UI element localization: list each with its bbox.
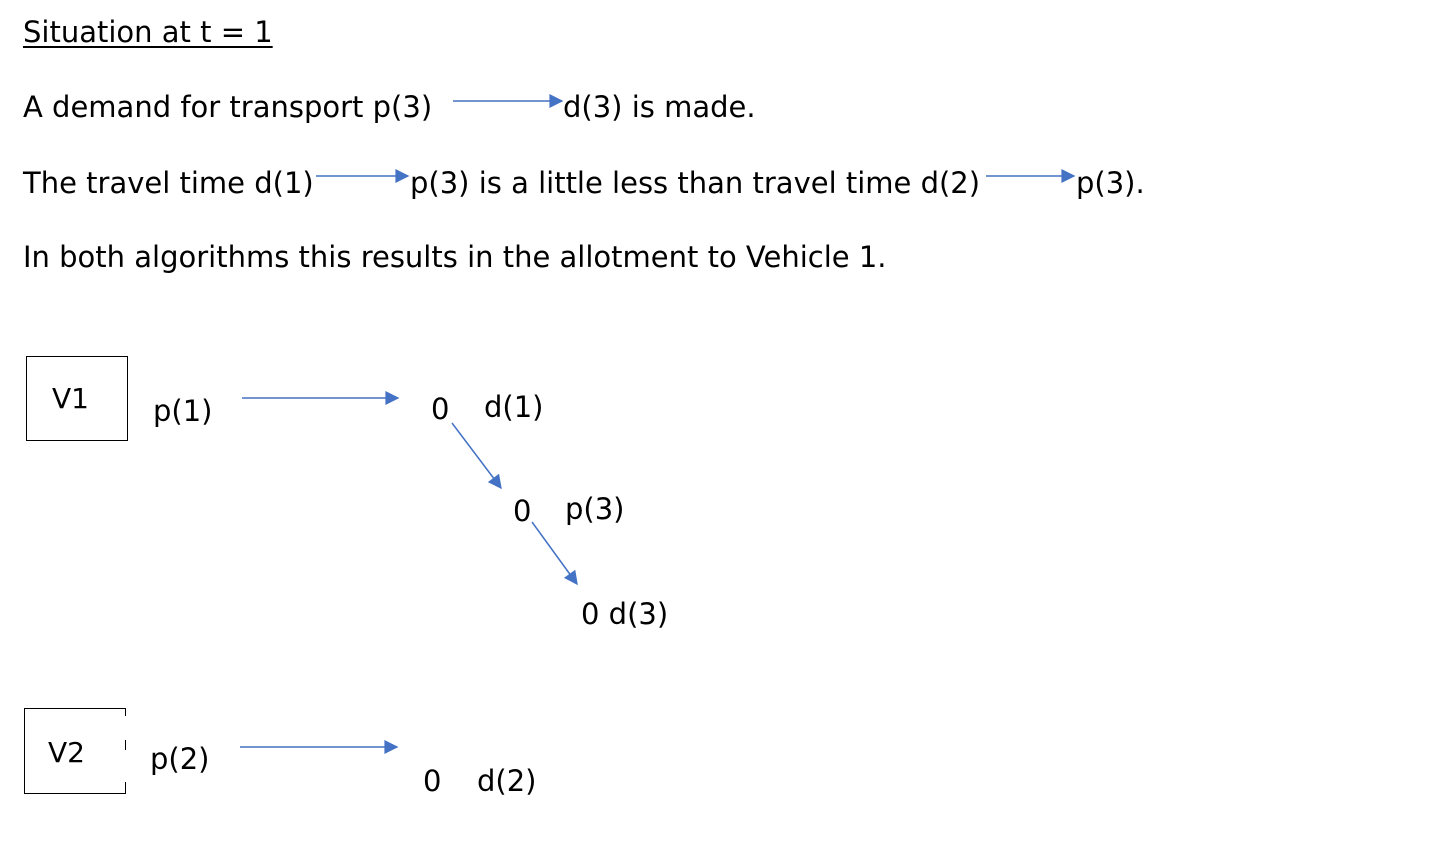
travel-sentence-middle: p(3) is a little less than travel time d… (410, 166, 981, 200)
v1-pickup-1-label: p(1) (153, 394, 213, 428)
demand-sentence-end: d(3) is made. (563, 90, 756, 124)
vehicle-2-border-gap-top (122, 716, 130, 740)
v1-node-p3-marker: 0 (513, 494, 532, 528)
travel-sentence-end: p(3). (1076, 166, 1145, 200)
v1-node-d1-marker: 0 (431, 392, 450, 426)
v2-node-d2-label: d(2) (477, 764, 537, 798)
v1-d1-to-p3-arrow-icon (451, 422, 502, 490)
vehicle-1-box: V1 (26, 356, 128, 441)
v1-node-d1-label: d(1) (484, 390, 544, 424)
v2-pickup-2-label: p(2) (150, 742, 210, 776)
page-title: Situation at t = 1 (23, 15, 273, 49)
travel-sentence-start: The travel time d(1) (23, 166, 314, 200)
demand-sentence-start: A demand for transport p(3) (23, 90, 433, 124)
v1-node-d3: 0 d(3) (581, 597, 669, 631)
vehicle-1-label: V1 (52, 382, 89, 415)
v2-node-d2-marker: 0 (423, 764, 442, 798)
vehicle-2-border-gap-bottom (122, 750, 130, 782)
vehicle-2-box: V2 (24, 708, 126, 794)
vehicle-2-label: V2 (48, 736, 85, 769)
v1-p3-to-d3-arrow-icon (531, 521, 578, 586)
result-sentence: In both algorithms this results in the a… (23, 240, 887, 274)
v1-node-p3-label: p(3) (565, 492, 625, 526)
